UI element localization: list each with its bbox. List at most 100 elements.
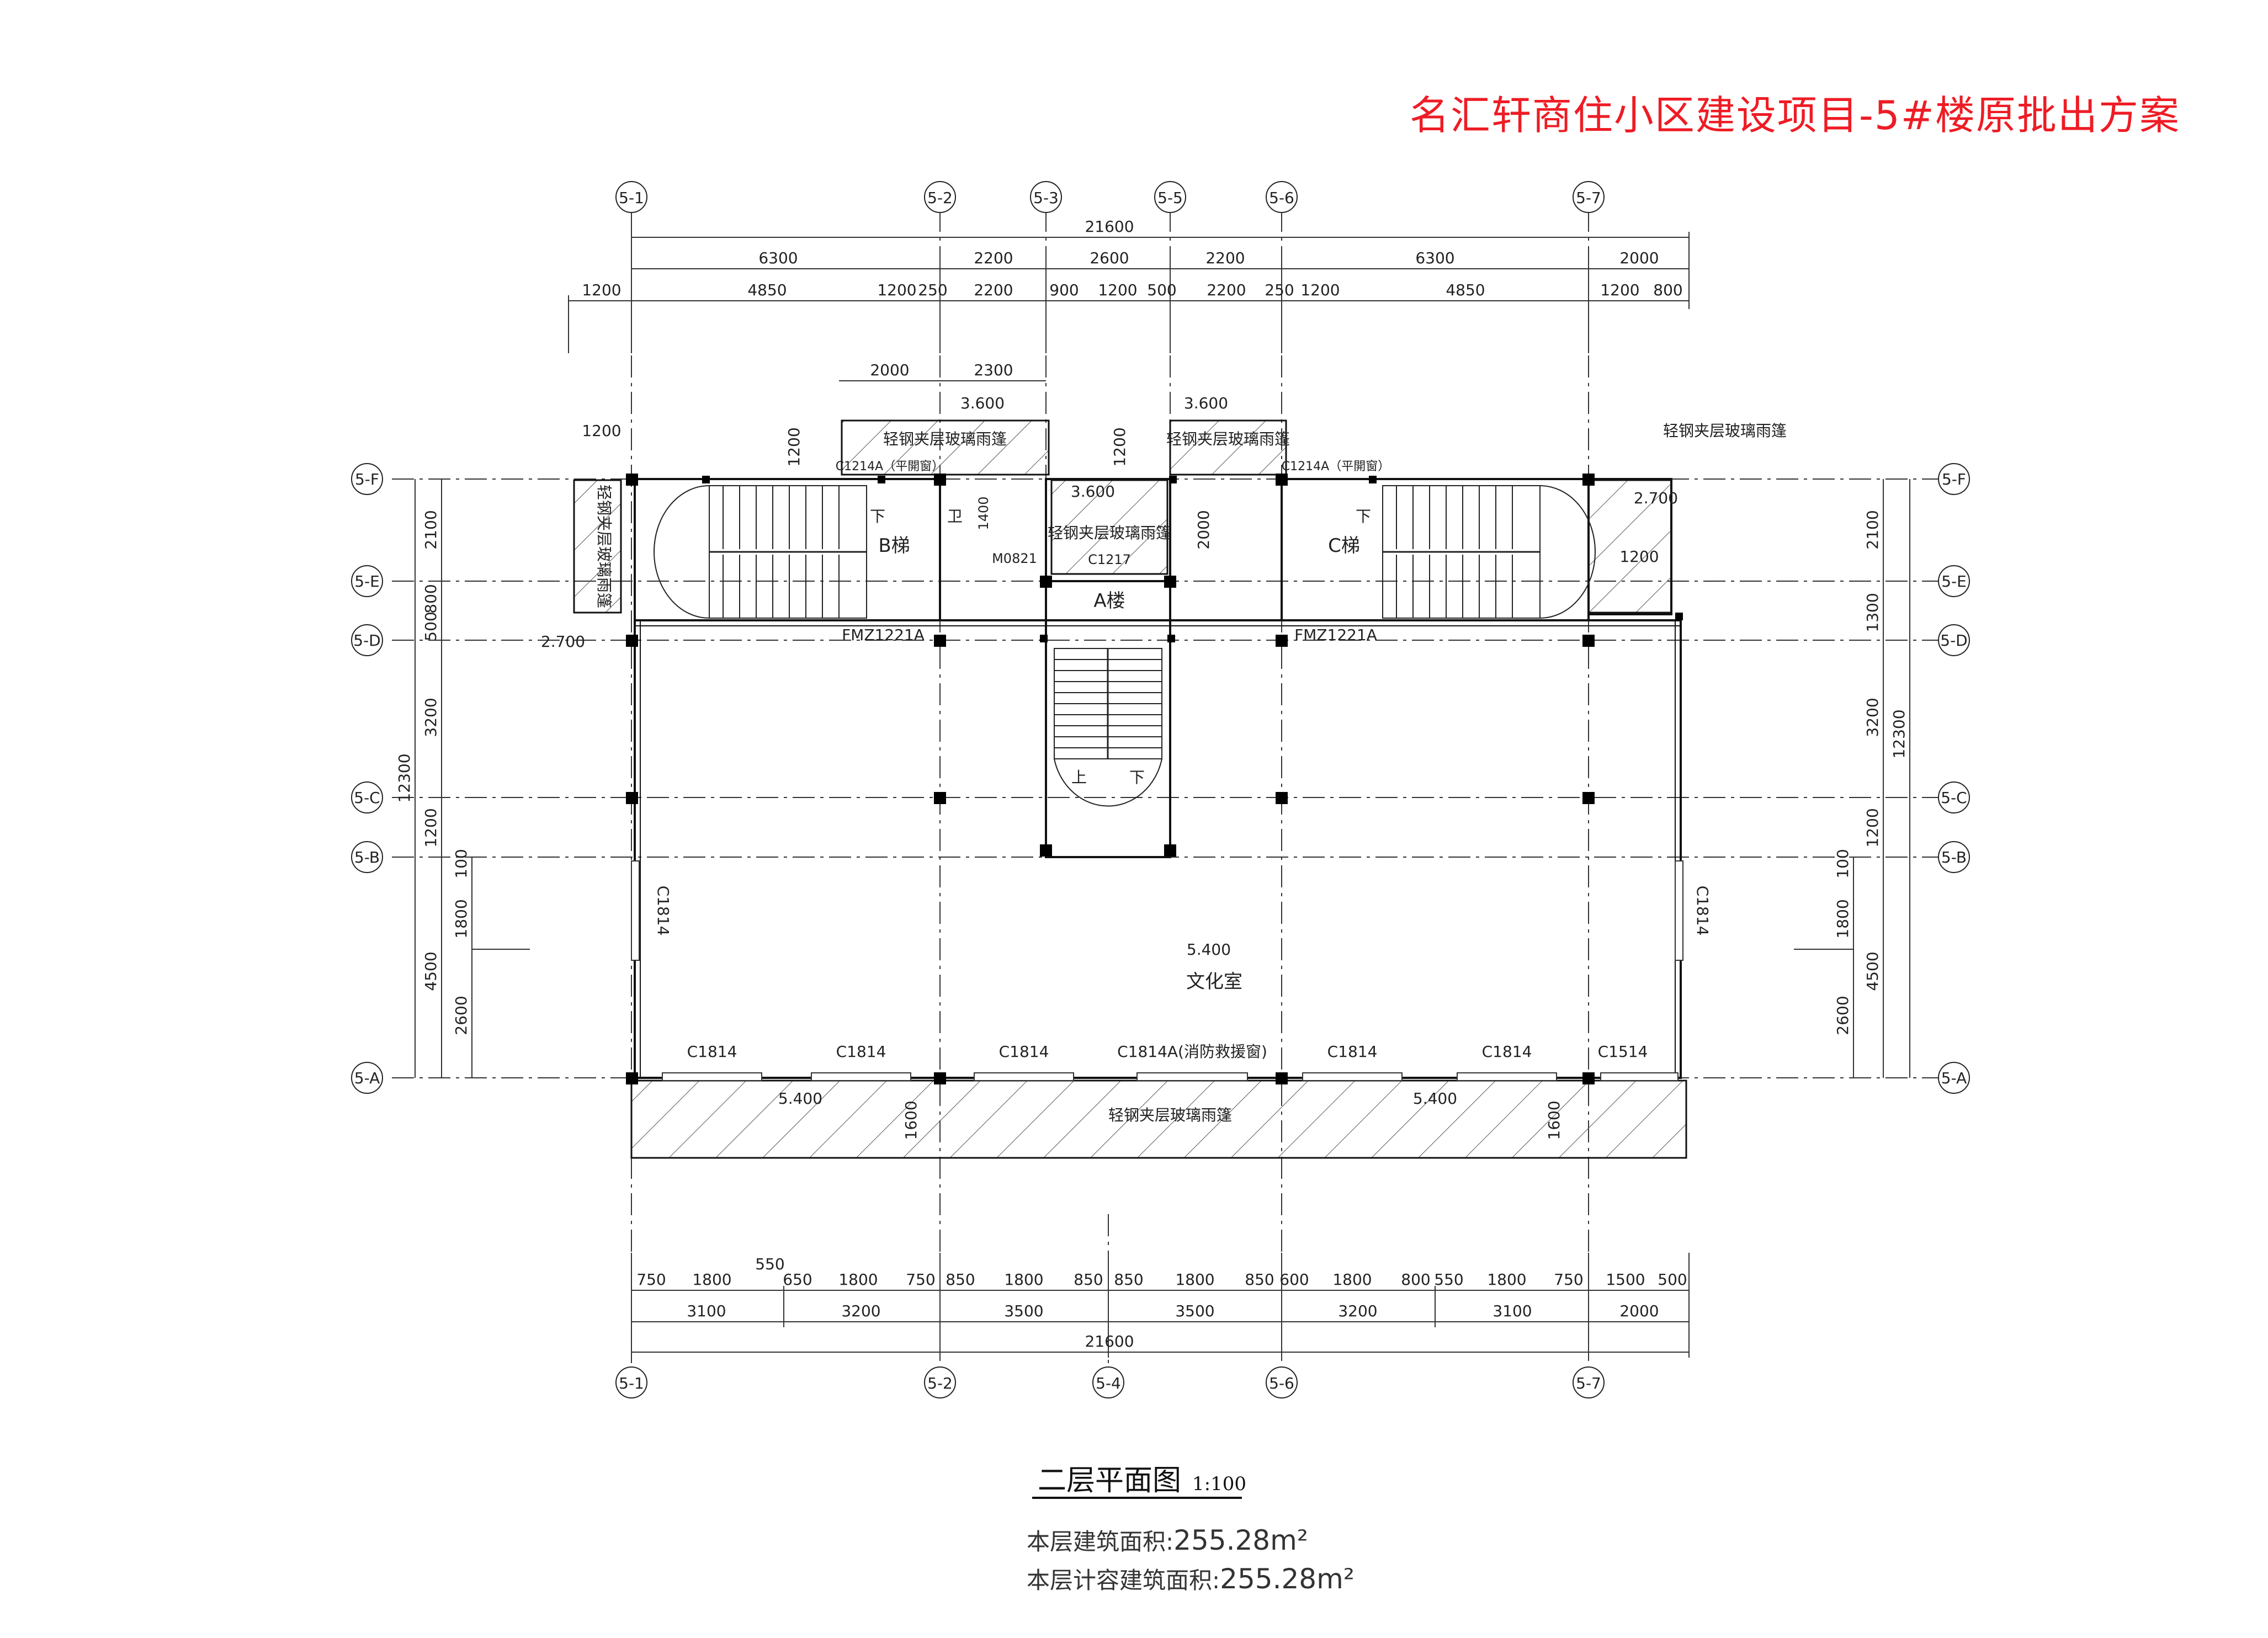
axis-row-label: 5-D xyxy=(353,631,380,650)
axis-row-label: 5-B xyxy=(354,848,380,866)
dim-text: 800 xyxy=(422,584,440,613)
dim-text: 2600 xyxy=(452,996,470,1035)
elevation-label: 3.600 xyxy=(960,394,1005,412)
dim-text: 3500 xyxy=(1004,1302,1043,1320)
dim-text: 12300 xyxy=(395,753,413,802)
dim-text: 1400 xyxy=(976,496,991,530)
axis-top-label: 5-7 xyxy=(1576,189,1601,207)
stair-b xyxy=(654,485,867,619)
dim-text: 2000 xyxy=(870,361,909,379)
dim-text: 3200 xyxy=(841,1302,880,1320)
dim-text: 3200 xyxy=(422,698,440,737)
window-tag: C1814 xyxy=(1482,1043,1532,1061)
axis-top-label: 5-5 xyxy=(1157,189,1183,207)
axis-row-label: 5-A xyxy=(1941,1069,1967,1087)
columns xyxy=(626,474,1683,1084)
stair-name: B梯 xyxy=(878,535,910,557)
stair-name: A楼 xyxy=(1093,590,1125,612)
door-tag: FMZ1221A xyxy=(842,626,925,644)
dim-text: 2600 xyxy=(1090,249,1129,267)
dim-text: 6300 xyxy=(758,249,798,267)
window-tag: C1814 xyxy=(1327,1043,1378,1061)
dim-text: 800 xyxy=(1653,281,1682,299)
canopy-label: 轻钢夹层玻璃雨篷 xyxy=(1108,1106,1232,1124)
dim-text: 1800 xyxy=(1004,1270,1043,1289)
dim-text: 850 xyxy=(1074,1270,1103,1289)
axis-bubbles-right: 5-F 5-E 5-D 5-C 5-B 5-A xyxy=(1938,463,1970,1094)
axis-bubbles-left: 5-F 5-E 5-D 5-C 5-B 5-A xyxy=(351,463,383,1094)
dim-text: 850 xyxy=(946,1270,975,1289)
window-tag: C1214A（平開窗） xyxy=(836,460,944,474)
axis-top-label: 5-6 xyxy=(1269,189,1294,207)
axis-row-label: 5-D xyxy=(1940,631,1967,650)
plan-labels: 轻钢夹层玻璃雨篷 轻钢夹层玻璃雨篷 轻钢夹层玻璃雨篷 轻钢夹层玻璃雨篷 轻钢夹层… xyxy=(541,394,1787,1140)
dim-text: 750 xyxy=(636,1270,666,1289)
dim-text: 800 xyxy=(1401,1270,1430,1289)
elevation-label: 2.700 xyxy=(541,632,585,651)
dim-text: 100 xyxy=(452,849,470,878)
window-tag: C1814 xyxy=(687,1043,737,1061)
right-dimension-text: 12300 2100 1300 3200 1200 4500 1800 2600… xyxy=(1834,510,1908,1035)
dim-text: 850 xyxy=(1114,1270,1143,1289)
direction-label: 下 xyxy=(1356,507,1371,525)
dim-text: 2000 xyxy=(1194,510,1213,549)
dim-text: 1200 xyxy=(785,427,803,466)
room-name: 文化室 xyxy=(1186,971,1242,993)
axis-bubbles-top: 5-1 5-2 5-3 5-5 5-6 5-7 xyxy=(615,181,1605,213)
window-tag: C1217 xyxy=(1088,552,1131,567)
axis-bottom-label: 5-7 xyxy=(1576,1374,1601,1392)
dim-text: 500 xyxy=(1658,1270,1687,1289)
dim-text: 1500 xyxy=(1606,1270,1645,1289)
floor-area-line: 本层建筑面积:255.28m² xyxy=(1027,1523,1308,1557)
dim-text: 1200 xyxy=(1600,281,1639,299)
counted-area-line: 本层计容建筑面积:255.28m² xyxy=(1027,1562,1355,1596)
dim-text: 1800 xyxy=(1175,1270,1214,1289)
window-tag: C1814 xyxy=(654,886,672,936)
building-outline xyxy=(634,478,1682,1079)
axis-row-label: 5-B xyxy=(1941,848,1967,866)
dim-text: 2600 xyxy=(1834,996,1852,1035)
dim-text: 12300 xyxy=(1890,709,1908,758)
dim-text: 2000 xyxy=(1619,249,1659,267)
area-label: 本层建筑面积: xyxy=(1027,1528,1174,1555)
bottom-dimension-text: 750 1800 550 650 1800 750 850 1800 850 8… xyxy=(636,1255,1687,1350)
axis-bottom-label: 5-4 xyxy=(1096,1374,1121,1392)
side-dimensions xyxy=(415,479,1910,1078)
dim-text: 21600 xyxy=(1085,1332,1134,1350)
dim-text: 1800 xyxy=(1834,899,1852,938)
dim-text: 1200 xyxy=(582,422,621,440)
dim-text: 750 xyxy=(1554,1270,1583,1289)
south-windows xyxy=(631,860,1683,1081)
dim-text: 3100 xyxy=(1492,1302,1532,1320)
dim-text: 1200 xyxy=(1619,547,1659,566)
direction-label: 下 xyxy=(870,507,885,525)
dim-text: 1200 xyxy=(1098,281,1137,299)
window-tag: C1814 xyxy=(1693,886,1712,936)
dim-text: 2200 xyxy=(974,281,1013,299)
dim-text: 1200 xyxy=(1111,427,1129,466)
dim-text: 4500 xyxy=(1863,951,1882,991)
dim-text: 2200 xyxy=(1205,249,1245,267)
axis-row-label: 5-C xyxy=(354,789,380,807)
dim-text: 500 xyxy=(1147,281,1176,299)
dim-text: 250 xyxy=(918,281,947,299)
area-value: 255.28m² xyxy=(1220,1563,1355,1595)
axis-row-label: 5-A xyxy=(354,1069,380,1087)
axis-bottom-label: 5-2 xyxy=(927,1374,953,1392)
dim-text: 1600 xyxy=(902,1100,920,1140)
toilet-label: 卫 xyxy=(947,507,963,525)
elevation-label: 5.400 xyxy=(1187,940,1231,959)
dim-text: 1800 xyxy=(1332,1270,1372,1289)
axis-bubbles-bottom: 5-1 5-2 5-4 5-6 5-7 xyxy=(615,1366,1605,1398)
direction-label: 下 xyxy=(1129,768,1145,786)
window-tag: C1514 xyxy=(1598,1043,1648,1061)
dim-text: 550 xyxy=(1434,1270,1463,1289)
dim-text: 21600 xyxy=(1085,217,1134,236)
dim-text: 2300 xyxy=(974,361,1013,379)
dim-text: 3200 xyxy=(1338,1302,1377,1320)
dim-text: 4850 xyxy=(1446,281,1485,299)
dim-text: 2100 xyxy=(422,510,440,549)
axis-row-label: 5-E xyxy=(354,572,380,591)
